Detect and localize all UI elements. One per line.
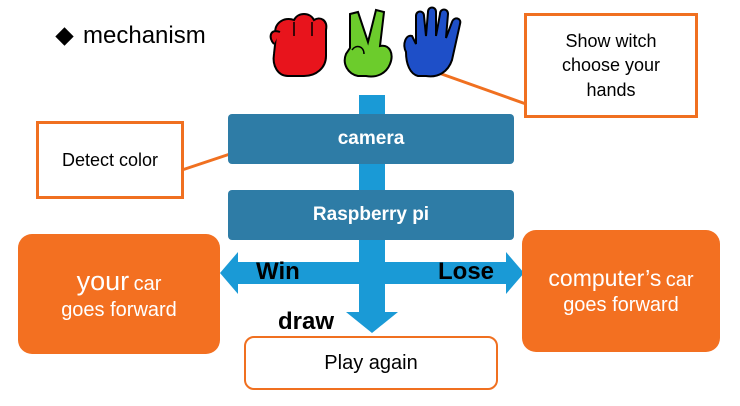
play-again-box: Play again xyxy=(244,336,498,390)
camera-label: camera xyxy=(337,128,405,149)
your-car-small-text: car xyxy=(133,272,162,295)
play-again-label: Play again xyxy=(324,351,418,374)
hands-connector-line xyxy=(435,70,527,106)
computer-car-result-box: computer’s car goes forward xyxy=(522,230,720,352)
horizontal-arrow-shaft xyxy=(236,262,508,284)
hands-illustration xyxy=(269,6,462,78)
green-scissors-hand-icon xyxy=(343,8,393,78)
your-car-line-1: your car xyxy=(77,265,162,299)
blue-paper-hand-icon xyxy=(403,6,462,78)
computer-car-line-2: goes forward xyxy=(563,294,679,316)
your-car-line-2: goes forward xyxy=(61,299,177,322)
lose-label: Lose xyxy=(438,258,495,285)
red-rock-hand-icon xyxy=(269,13,328,77)
your-car-big-text: your xyxy=(76,265,130,296)
raspberry-pi-label: Raspberry pi xyxy=(312,204,430,225)
computer-car-line-1: computer’s car xyxy=(548,264,693,293)
computer-car-small-text: car xyxy=(665,269,694,291)
right-arrow-head xyxy=(506,252,524,294)
win-label: Win xyxy=(256,258,300,285)
left-arrow-head xyxy=(220,252,238,294)
raspberry-pi-box: Raspberry pi xyxy=(228,190,514,240)
down-arrow-head xyxy=(346,312,398,333)
hands-callout-line-1: Show witch xyxy=(565,31,657,52)
diamond-bullet-icon xyxy=(55,26,74,46)
hands-callout: Show witch choose your hands xyxy=(524,13,698,118)
your-car-result-box: your car goes forward xyxy=(18,234,220,354)
mechanism-heading: mechanism xyxy=(55,22,206,50)
draw-label: draw xyxy=(278,308,335,335)
hands-callout-line-3: hands xyxy=(586,79,636,100)
detect-color-text: Detect color xyxy=(61,149,159,170)
heading-text: mechanism xyxy=(83,22,206,49)
hands-callout-line-2: choose your xyxy=(561,55,661,76)
computer-car-big-text: computer’s xyxy=(548,265,662,291)
detect-color-callout: Detect color xyxy=(36,121,184,199)
camera-box: camera xyxy=(228,114,514,164)
